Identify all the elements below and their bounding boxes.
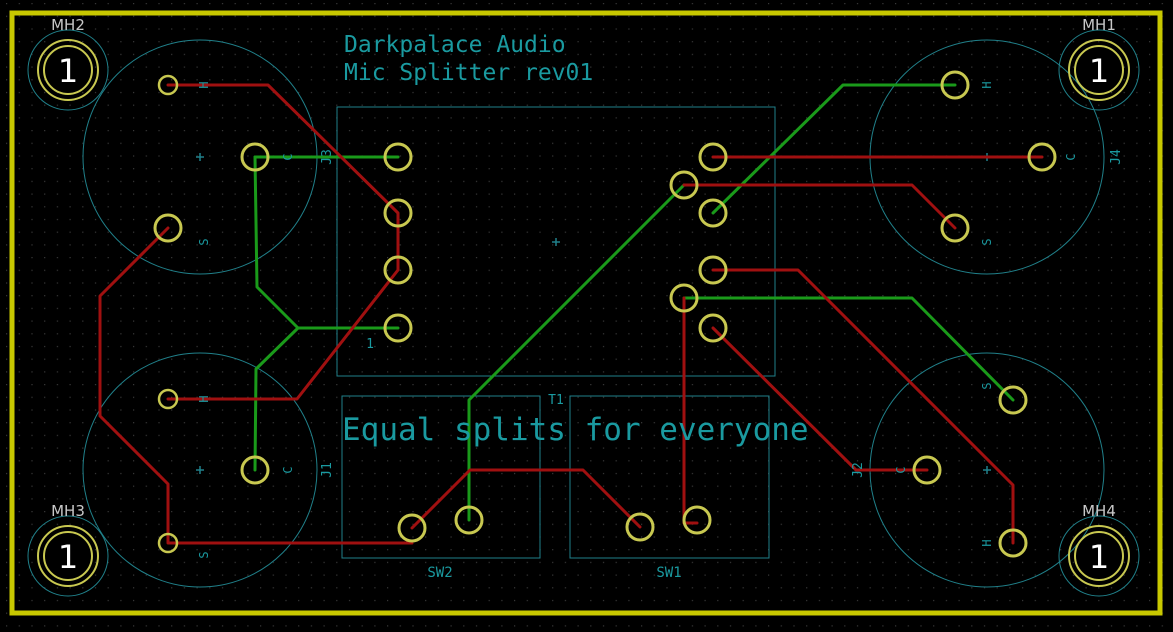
mh1-courtyard	[1058, 29, 1140, 111]
j1-pin-cold-label: C	[281, 466, 295, 473]
j1-pads	[157, 388, 270, 554]
j4-ref: J4	[1109, 149, 1124, 165]
sw2-courtyard	[341, 395, 541, 559]
trace-layer-back	[253, 83, 1015, 522]
j1-pin-hot-label: H	[197, 395, 211, 402]
j3-pin-hot-label: H	[197, 81, 211, 88]
t1-pads	[383, 142, 728, 343]
mh1-pad-number: 1	[1089, 52, 1109, 90]
j3-pin-shield-label: S	[197, 238, 211, 245]
t1-courtyard	[336, 106, 776, 377]
mounting-hole-mh3[interactable]: 1 MH3	[37, 502, 99, 587]
mounting-hole-mh4[interactable]: 1 MH4	[1068, 502, 1130, 587]
sw2-pads	[397, 505, 484, 543]
mh3-pad-number: 1	[58, 538, 78, 576]
mh2-ref: MH2	[51, 16, 85, 34]
pad-layer	[153, 70, 1057, 558]
mh1-ref: MH1	[1082, 16, 1116, 34]
mh4-courtyard	[1058, 515, 1140, 597]
mh3-courtyard	[27, 515, 109, 597]
trace-layer-front	[98, 83, 1044, 545]
j2-ref: J2	[851, 462, 866, 478]
t1-ref: T1	[548, 393, 564, 408]
j1-pin-shield-label: S	[197, 551, 211, 558]
mh4-pad-number: 1	[1089, 538, 1109, 576]
j3-pin-cold-label: C	[281, 153, 295, 160]
j1-ref: J1	[320, 462, 335, 478]
silkscreen-layer: Darkpalace Audio Mic Splitter rev01 Equa…	[197, 32, 1124, 581]
j4-pin-shield-label: S	[980, 238, 994, 245]
mh2-pad-number: 1	[58, 52, 78, 90]
j2-pin-shield-label: S	[980, 382, 994, 389]
board-title-line2: Mic Splitter rev01	[344, 60, 593, 86]
sw1-ref: SW1	[656, 565, 681, 581]
j4-pin-hot-label: H	[980, 81, 994, 88]
j2-pin-hot-label: H	[980, 539, 994, 546]
board-tagline: Equal splits for everyone	[342, 412, 809, 448]
mh2-courtyard	[27, 29, 109, 111]
t1-pin1-label: 1	[366, 337, 374, 352]
sw2-ref: SW2	[427, 565, 452, 581]
board-title-line1: Darkpalace Audio	[344, 32, 566, 58]
j4-pads	[940, 70, 1057, 243]
sw1-courtyard	[569, 395, 770, 559]
mounting-hole-mh1[interactable]: 1 MH1	[1068, 16, 1130, 101]
j1-courtyard	[82, 352, 318, 588]
j4-pin-cold-label: C	[1064, 153, 1078, 160]
mounting-hole-mh2[interactable]: 1 MH2	[37, 16, 99, 101]
j2-pads	[912, 385, 1028, 558]
j2-pin-cold-label: C	[894, 466, 908, 473]
mh3-ref: MH3	[51, 502, 85, 520]
board-outline	[9, 10, 1163, 616]
sw1-pads	[625, 505, 712, 542]
mh4-ref: MH4	[1082, 502, 1116, 520]
j3-pads	[153, 74, 270, 243]
j3-ref: J3	[320, 149, 335, 165]
